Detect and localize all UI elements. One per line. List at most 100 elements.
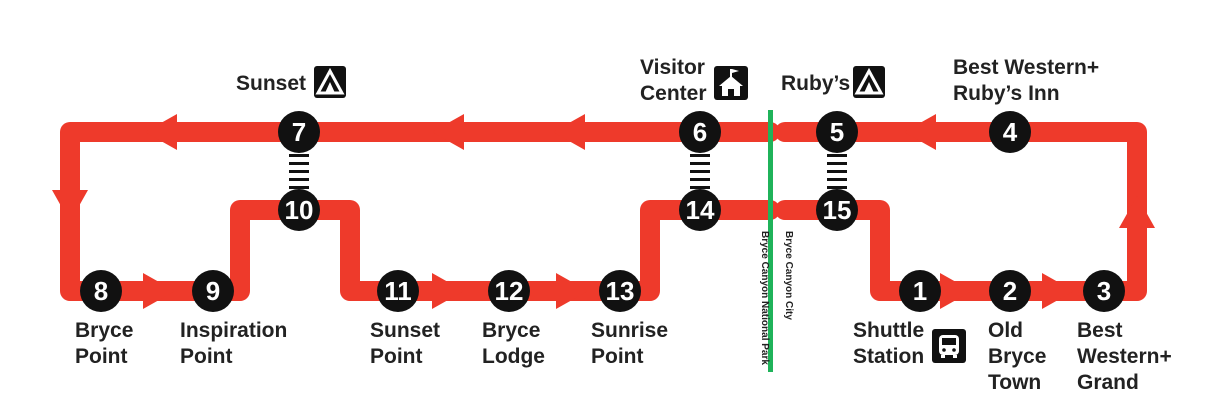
direction-arrow: [143, 273, 175, 309]
stop-label-line: Town: [988, 371, 1041, 394]
stop-label-line: Best: [1077, 319, 1123, 342]
stop-label: Sunset: [236, 72, 306, 95]
stop-number: 7: [292, 117, 306, 147]
transfer-connector-7-10: [289, 154, 309, 189]
stop-label-line: Point: [370, 345, 423, 368]
boundary-label-park: Bryce Canyon National Park: [759, 231, 770, 365]
stop-label-line: Point: [75, 345, 128, 368]
stop-number: 14: [686, 195, 715, 225]
stop-label-line: Point: [180, 345, 233, 368]
direction-arrow: [556, 273, 588, 309]
stop-label-line: Sunrise: [591, 319, 668, 342]
stop-label-line: Bryce: [482, 319, 540, 342]
stop-number: 12: [495, 276, 524, 306]
stop-marker: [679, 111, 721, 153]
stop-label-line: Inspiration: [180, 319, 287, 342]
stop-label-line: Shuttle: [853, 319, 924, 342]
stop-marker: [1083, 270, 1125, 312]
icons: [314, 66, 966, 363]
stop-marker: [989, 111, 1031, 153]
direction-arrow: [52, 190, 88, 222]
stop-4: 4 Best Western+ Ruby’s Inn: [953, 56, 1099, 153]
stop-marker: [278, 111, 320, 153]
campground-icon: [314, 66, 346, 98]
direction-arrow: [940, 273, 972, 309]
stop-label-line: Center: [640, 82, 707, 105]
stop-label-line: Bryce: [988, 345, 1046, 368]
stop-label-line: Ruby’s Inn: [953, 82, 1060, 105]
stop-marker: [278, 189, 320, 231]
stop-marker: [488, 270, 530, 312]
stop-marker: [80, 270, 122, 312]
stop-number: 8: [94, 276, 108, 306]
direction-arrow: [1119, 196, 1155, 228]
boundary-label-city: Bryce Canyon City: [783, 231, 794, 320]
stop-label-line: Western+: [1077, 345, 1172, 368]
stop-number: 1: [913, 276, 927, 306]
stop-marker: [599, 270, 641, 312]
boundary-line: [768, 110, 773, 372]
stop-number: 4: [1003, 117, 1018, 147]
stop-number: 13: [606, 276, 635, 306]
stop-marker: [377, 270, 419, 312]
stop-label-line: Station: [853, 345, 924, 368]
stop-label-line: Point: [591, 345, 644, 368]
stop-label: Best Western+ Ruby’s Inn: [953, 56, 1099, 105]
stop-label-line: Lodge: [482, 345, 545, 368]
stop-7: 7 Sunset: [236, 72, 320, 153]
stop-number: 15: [823, 195, 852, 225]
stop-marker: [899, 270, 941, 312]
direction-arrow: [145, 114, 177, 150]
direction-arrow: [1042, 273, 1074, 309]
stop-label-line: Ruby’s: [781, 72, 850, 95]
visitor-center-icon: [714, 66, 748, 100]
stop-number: 2: [1003, 276, 1017, 306]
campground-icon: [853, 66, 885, 98]
stop-15: 15: [816, 189, 858, 231]
direction-arrow: [904, 114, 936, 150]
stop-marker: [816, 111, 858, 153]
stop-marker: [989, 270, 1031, 312]
stop-number: 11: [384, 276, 412, 306]
stop-label-line: Sunset: [370, 319, 440, 342]
direction-arrow: [432, 273, 464, 309]
stop-label-line: Old: [988, 319, 1023, 342]
direction-arrows: [52, 114, 1155, 309]
bus-icon: [932, 329, 966, 363]
stop-number: 9: [206, 276, 220, 306]
stop-14: 14: [679, 189, 721, 231]
stop-label-line: Grand: [1077, 371, 1139, 394]
stop-marker: [816, 189, 858, 231]
stop-10: 10: [278, 189, 320, 231]
stop-marker: [679, 189, 721, 231]
park-boundary: Bryce Canyon National Park Bryce Canyon …: [759, 110, 794, 372]
stop-marker: [192, 270, 234, 312]
stop-number: 10: [285, 195, 314, 225]
transfer-connector-6-14: [690, 154, 710, 189]
transfer-connectors: [289, 154, 847, 189]
stop-label-line: Sunset: [236, 72, 306, 95]
direction-arrow: [432, 114, 464, 150]
stop-label-line: Visitor: [640, 56, 705, 79]
stop-label-line: Best Western+: [953, 56, 1099, 79]
stop-label: Ruby’s: [781, 72, 850, 95]
